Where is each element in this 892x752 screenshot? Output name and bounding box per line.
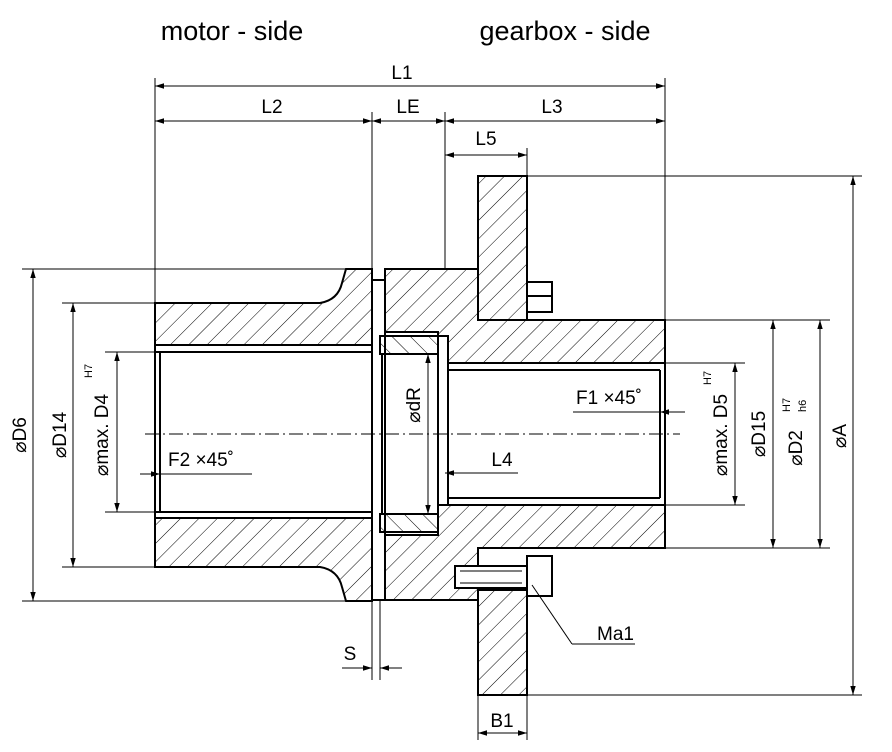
dim-F2-chamfer: F2 ×45˚ <box>168 450 234 471</box>
dim-B1: B1 <box>490 711 513 732</box>
clamp-screw <box>454 555 553 597</box>
dim-L1: L1 <box>391 63 412 84</box>
dim-L4: L4 <box>491 450 513 471</box>
dim-F1-chamfer: F1 ×45˚ <box>576 388 642 409</box>
gearbox-flange <box>477 175 553 696</box>
dia-D4-tolerance: H7 <box>83 364 95 378</box>
dim-S: S <box>344 644 357 665</box>
dia-D6: ⌀D6 <box>10 417 31 453</box>
horizontal-dimensions <box>140 83 685 736</box>
dia-D5-tolerance: H7 <box>702 371 714 385</box>
dia-A: ⌀A <box>830 424 851 448</box>
extension-lines <box>22 78 862 740</box>
dia-D2: ⌀D2 <box>786 430 807 466</box>
motor-side-heading: motor - side <box>161 16 304 46</box>
dia-D4: ⌀max. D4 <box>92 393 113 476</box>
dia-dR: ⌀dR <box>404 387 425 423</box>
vertical-dimensions <box>30 176 856 695</box>
dia-D2-tolerance-hole: H7 <box>781 398 793 412</box>
dim-L2: L2 <box>261 97 282 118</box>
dia-D15: ⌀D15 <box>749 411 770 457</box>
dia-D14: ⌀D14 <box>50 411 71 458</box>
elastomer-ring <box>371 279 439 601</box>
dia-D5: ⌀max. D5 <box>711 394 732 476</box>
dim-L3: L3 <box>541 97 562 118</box>
gearbox-side-heading: gearbox - side <box>479 16 650 46</box>
dim-LE: LE <box>396 97 419 118</box>
dim-L5: L5 <box>475 129 496 150</box>
motor-hub <box>154 268 373 602</box>
dia-D2-tolerance-shaft: h6 <box>797 400 809 412</box>
dim-Ma1: Ma1 <box>597 624 634 645</box>
